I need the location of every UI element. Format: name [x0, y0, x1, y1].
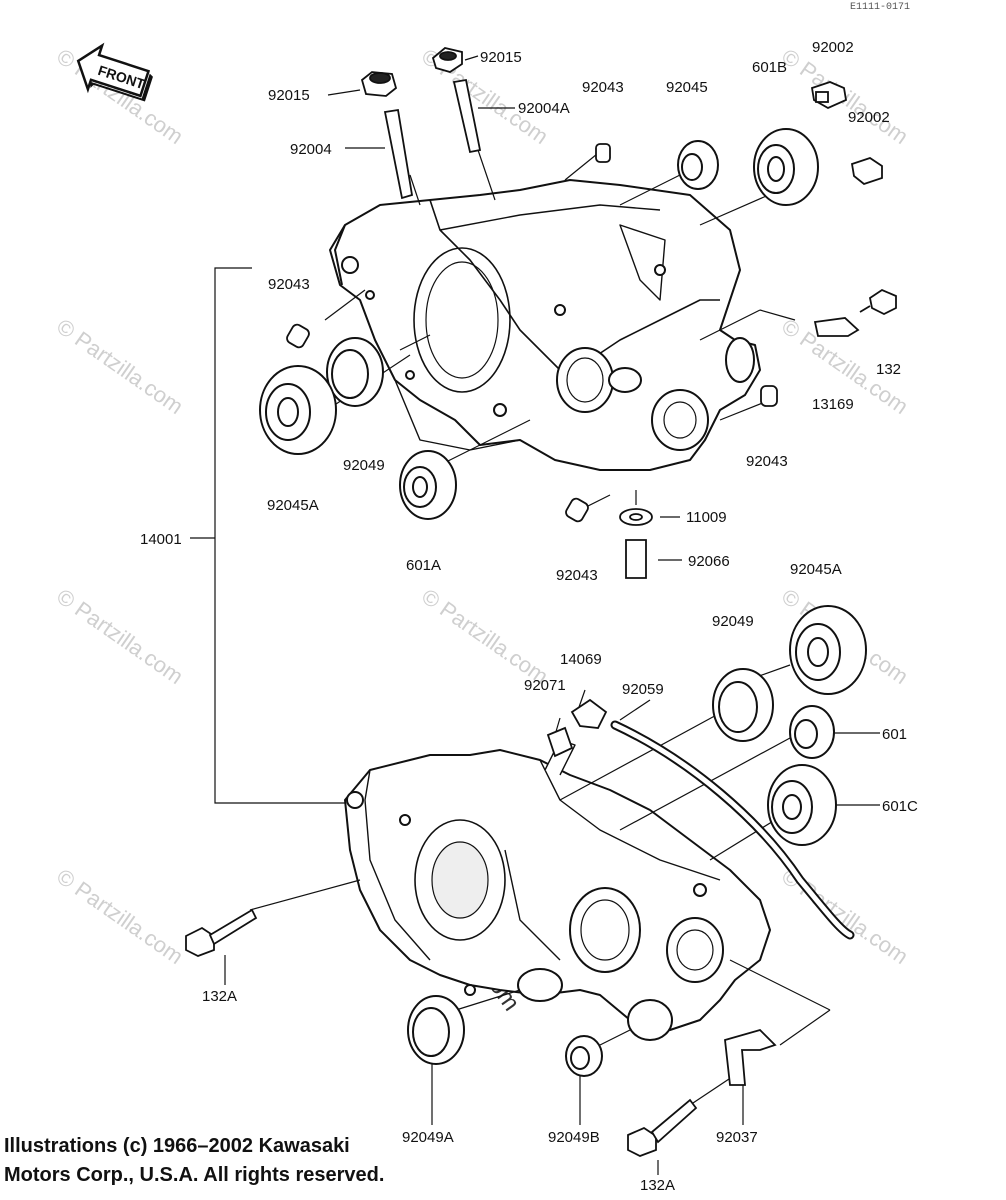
- part-label[interactable]: 92043: [556, 567, 598, 584]
- part-label[interactable]: 601B: [752, 59, 787, 76]
- lower-crankcase: [344, 739, 771, 1041]
- part-labels: 92015 92015 92004 92004A 92043 92045 601…: [140, 39, 918, 1194]
- part-label[interactable]: 92045A: [267, 497, 319, 514]
- part-label[interactable]: 92043: [582, 79, 624, 96]
- upper-crankcase: [329, 179, 761, 471]
- small-parts: [185, 47, 897, 1157]
- part-label[interactable]: 92015: [268, 87, 310, 104]
- part-label[interactable]: 601A: [406, 557, 441, 574]
- part-label[interactable]: 132: [876, 361, 901, 378]
- part-label[interactable]: 92045: [666, 79, 708, 96]
- part-label[interactable]: 92004A: [518, 100, 570, 117]
- part-label[interactable]: 92043: [746, 453, 788, 470]
- watermark: © Partzilla.com: [52, 44, 188, 150]
- part-label[interactable]: 92066: [688, 553, 730, 570]
- part-label[interactable]: 92002: [848, 109, 890, 126]
- diagram-ref-code: E1111-0171: [850, 2, 911, 13]
- bearings-and-seals: [259, 128, 867, 1077]
- part-label[interactable]: 92071: [524, 677, 566, 694]
- part-label[interactable]: 92037: [716, 1129, 758, 1146]
- copyright-line-2: Motors Corp., U.S.A. All rights reserved…: [4, 1164, 385, 1186]
- front-arrow-icon: FRONT: [76, 42, 153, 102]
- copyright-notice: Illustrations (c) 1966–2002 Kawasaki Mot…: [4, 1132, 384, 1190]
- copyright-line-1: Illustrations (c) 1966–2002 Kawasaki: [4, 1135, 350, 1157]
- part-label[interactable]: 92045A: [790, 561, 842, 578]
- part-label[interactable]: 601C: [882, 798, 918, 815]
- part-label[interactable]: 92049A: [402, 1129, 454, 1146]
- part-label[interactable]: 92049B: [548, 1129, 600, 1146]
- watermark: © Partzilla.com: [52, 314, 188, 420]
- watermark: © Partzilla.com: [52, 584, 188, 690]
- part-label[interactable]: 92015: [480, 49, 522, 66]
- part-label[interactable]: 601: [882, 726, 907, 743]
- watermark: © Partzilla.com: [52, 864, 188, 970]
- part-label[interactable]: 92059: [622, 681, 664, 698]
- part-label[interactable]: 92043: [268, 276, 310, 293]
- watermark: © Partzilla.com: [417, 584, 553, 690]
- part-label[interactable]: 13169: [812, 396, 854, 413]
- part-label[interactable]: 14001: [140, 531, 182, 548]
- part-label[interactable]: 92002: [812, 39, 854, 56]
- part-label[interactable]: 11009: [686, 509, 727, 526]
- part-label[interactable]: 92004: [290, 141, 332, 158]
- part-label[interactable]: 132A: [202, 988, 237, 1005]
- part-label[interactable]: 132A: [640, 1177, 675, 1194]
- part-label[interactable]: 92049: [343, 457, 385, 474]
- part-label[interactable]: 14069: [560, 651, 602, 668]
- part-label[interactable]: 92049: [712, 613, 754, 630]
